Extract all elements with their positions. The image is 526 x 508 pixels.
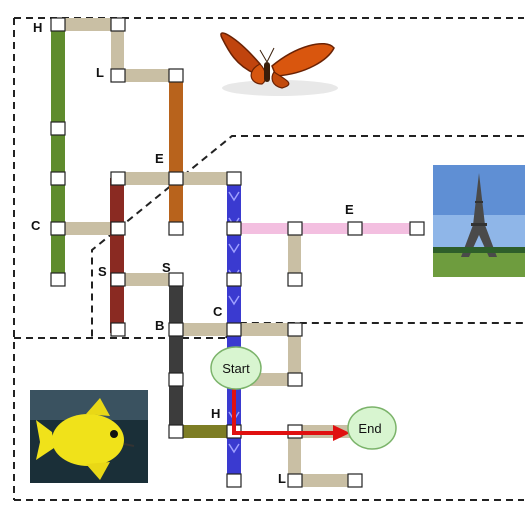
junction (110, 272, 126, 287)
track-black-vertical (169, 280, 183, 433)
junction (226, 322, 242, 337)
junction (347, 473, 363, 488)
junction (226, 272, 242, 287)
track-orange-vertical (169, 76, 183, 226)
letter-label: B (155, 318, 164, 333)
junction (50, 272, 66, 287)
track-pink (236, 223, 416, 234)
track-tan-l-horizontal (118, 69, 176, 82)
junction (226, 473, 242, 488)
track-green-vertical (51, 25, 65, 280)
track-red-vertical (110, 178, 124, 333)
end-label: End (358, 421, 381, 436)
letter-label: S (162, 260, 171, 275)
yellow-fish-image (30, 390, 148, 483)
junction (226, 221, 242, 236)
route-arrow (232, 383, 350, 441)
junction (110, 221, 126, 236)
junction (50, 171, 66, 186)
letter-label: H (33, 20, 42, 35)
junction (168, 171, 184, 186)
letter-label: E (345, 202, 354, 217)
tracks (51, 18, 416, 487)
junction (168, 372, 184, 387)
butterfly-image (220, 32, 338, 96)
junction (287, 473, 303, 488)
letter-label: S (98, 264, 107, 279)
junction (168, 272, 184, 287)
junction (168, 68, 184, 83)
junction (287, 221, 303, 236)
junction (287, 272, 303, 287)
junction (50, 17, 66, 32)
eiffel-tower-image (433, 165, 525, 277)
junction (168, 221, 184, 236)
junctions (50, 17, 425, 488)
junction (226, 171, 242, 186)
track-tan-bottom-vertical (288, 430, 301, 480)
route-line (232, 383, 335, 435)
letter-label: L (96, 65, 104, 80)
arrow-head-icon (333, 425, 350, 441)
track-tan-b (176, 323, 234, 336)
junction (110, 68, 126, 83)
letter-labels: H L E E C S S C B H L (31, 20, 354, 486)
junction (110, 171, 126, 186)
junction (50, 221, 66, 236)
junction (409, 221, 425, 236)
junction (168, 424, 184, 439)
letter-label: L (278, 471, 286, 486)
junction (110, 322, 126, 337)
track-tan-right-vertical (288, 328, 301, 380)
junction (287, 322, 303, 337)
junction (347, 221, 363, 236)
track-tan-pink-drop (288, 228, 301, 278)
track-tan-c-branch (60, 222, 118, 235)
track-olive (176, 425, 232, 438)
junction (287, 372, 303, 387)
junction (168, 322, 184, 337)
start-label: Start (222, 361, 250, 376)
junction (110, 17, 126, 32)
track-tan-bottom-horizontal (294, 474, 352, 487)
junction (50, 121, 66, 136)
end-node: End (347, 406, 397, 450)
region-upper-right (91, 135, 524, 338)
letter-label: E (155, 151, 164, 166)
letter-label: C (31, 218, 41, 233)
start-node: Start (210, 346, 262, 390)
letter-label: C (213, 304, 223, 319)
track-tan-right-upper (236, 323, 294, 336)
letter-label: H (211, 406, 220, 421)
track-tan-s (118, 273, 176, 286)
track-tan-l-vertical (111, 25, 124, 75)
track-tan-top (60, 18, 120, 31)
